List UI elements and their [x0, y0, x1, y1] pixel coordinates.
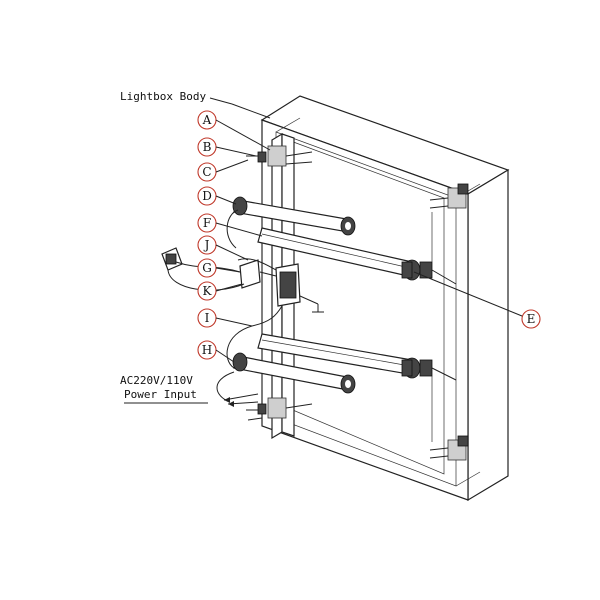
callout-b: B — [197, 137, 257, 157]
callout-h: H — [197, 340, 235, 363]
svg-text:A: A — [202, 113, 212, 127]
svg-text:D: D — [202, 189, 212, 203]
ballast-box — [275, 263, 324, 313]
callout-i: I — [197, 308, 253, 328]
svg-text:K: K — [203, 284, 213, 298]
lamp-tube-4 — [232, 352, 356, 394]
callout-d: D — [197, 186, 237, 206]
callout-k: K — [197, 281, 243, 301]
bracket-top-right — [429, 183, 469, 209]
svg-text:B: B — [203, 140, 212, 154]
bracket-bottom-right — [429, 435, 469, 461]
callout-j: J — [197, 235, 249, 261]
power-input-arrows — [223, 393, 259, 407]
lamp-tube-2 — [257, 227, 421, 281]
svg-text:I: I — [205, 311, 210, 325]
svg-text:G: G — [202, 261, 212, 275]
svg-text:H: H — [202, 343, 212, 357]
label-voltage: AC220V/110V — [120, 374, 193, 387]
label-power-input: Power Input — [124, 388, 197, 401]
remote-plug — [161, 247, 245, 291]
bracket-top-left — [246, 145, 313, 167]
callout-a: A — [197, 110, 271, 151]
callout-e: E — [413, 271, 541, 329]
svg-text:F: F — [203, 216, 211, 230]
callout-g: G — [197, 258, 241, 278]
bracket-bottom-left — [246, 397, 313, 421]
callout-c: C — [197, 159, 249, 182]
svg-text:E: E — [527, 312, 536, 326]
lamp-holders-right — [419, 212, 457, 442]
label-lightbox-body: Lightbox Body — [120, 90, 206, 103]
lightbox-side-face — [467, 168, 509, 502]
svg-text:C: C — [202, 165, 211, 179]
lamp-tube-3 — [257, 333, 421, 379]
callout-f: F — [197, 213, 263, 237]
svg-text:J: J — [203, 238, 210, 252]
driver-box — [239, 259, 277, 289]
